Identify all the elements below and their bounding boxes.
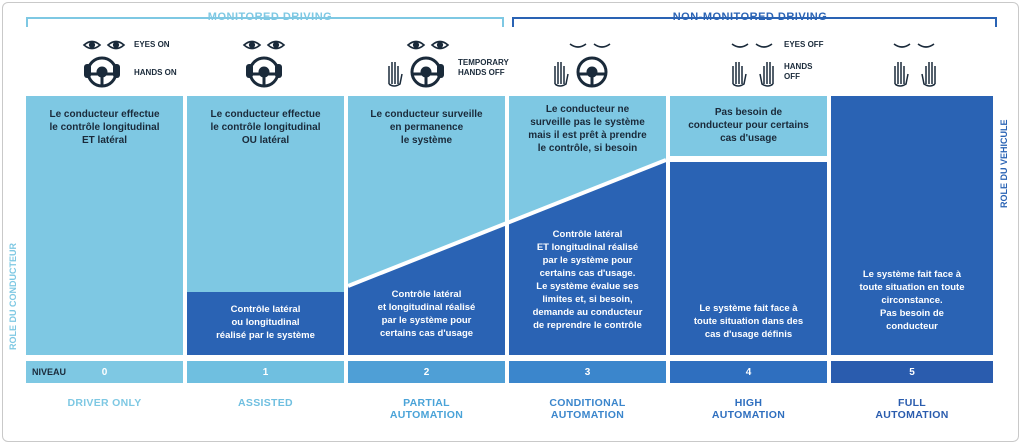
level-1-number-cell: 1: [187, 361, 344, 383]
level-5-vehicle-cell: [831, 96, 993, 355]
steering-wheel-hands-raised-icon: [388, 56, 444, 88]
eyes-off-label: EYES OFF: [784, 40, 824, 49]
level-5-number: 5: [909, 366, 915, 378]
monitored-driving-bracket: [26, 17, 504, 27]
level-3-name: CONDITIONAL AUTOMATION: [549, 397, 626, 421]
level-4-driver-cell: [670, 96, 827, 156]
level-2-vehicle-role: Contrôle latéral et longitudinal réalisé…: [377, 289, 476, 339]
level-0-number: 0: [101, 366, 108, 378]
eyes-closed-icon: [731, 43, 773, 48]
level-5-vehicle-role: Le système fait face à toute situation e…: [859, 269, 965, 332]
eyes-closed-icon: [893, 43, 935, 48]
level-1-name: ASSISTED: [238, 397, 293, 409]
level-4-number-cell: 4: [670, 361, 827, 383]
level-4-vehicle-cell: [670, 162, 827, 355]
eyes-open-icon: [82, 40, 126, 50]
hands-on-label: HANDS ON: [134, 68, 177, 77]
vehicle-role-side-label: ROLE DU VEHICULE: [999, 119, 1009, 208]
non-monitored-driving-bracket: [512, 17, 997, 27]
driver-role-side-label: ROLE DU CONDUCTEUR: [8, 243, 18, 350]
level-3-driver-role: Le conducteur ne surveille pas le systèm…: [528, 104, 647, 154]
level-4-name: HIGH AUTOMATION: [711, 397, 786, 421]
eyes-on-label: EYES ON: [134, 40, 170, 49]
level-5-name: FULL AUTOMATION: [875, 397, 949, 421]
level-5-number-cell: 5: [831, 361, 993, 383]
niveau-label: NIVEAU: [32, 367, 67, 377]
hands-off-label: HANDS OFF: [784, 62, 813, 81]
level-2-name: PARTIAL AUTOMATION: [389, 397, 464, 421]
level-2-driver-role: Le conducteur surveille en permanence le…: [370, 109, 483, 146]
level-1-number: 1: [262, 366, 269, 378]
level-4-vehicle-role: Le système fait face à toute situation d…: [693, 303, 804, 340]
hands-raised-icon: [732, 62, 774, 87]
level-1-vehicle-role: Contrôle latéral ou longitudinal réalisé…: [216, 304, 315, 341]
hands-raised-icon: [894, 62, 936, 87]
level-0-number-cell: NIVEAU 0: [26, 361, 183, 383]
diagonal-transition-area: [348, 96, 666, 355]
level-4-number: 4: [745, 366, 752, 378]
level-2-number-cell: 2: [348, 361, 505, 383]
level-1-vehicle-cell: [187, 292, 344, 355]
steering-wheel-hands-on-icon: [84, 56, 120, 88]
level-0-name: DRIVER ONLY: [67, 397, 142, 409]
level-4-driver-role: Pas besoin de conducteur pour certains c…: [688, 107, 809, 144]
level-3-number: 3: [584, 366, 591, 378]
eyes-open-icon: [242, 40, 286, 50]
eyes-open-icon: [406, 40, 450, 50]
eyes-closed-icon: [569, 43, 611, 48]
steering-wheel-hands-off-icon: [554, 56, 608, 88]
steering-wheel-hands-on-icon: [246, 56, 282, 88]
temporary-hands-off-label: TEMPORARY HANDS OFF: [458, 58, 509, 77]
level-0-driver-cell: [26, 96, 183, 355]
level-3-number-cell: 3: [509, 361, 666, 383]
level-3-vehicle-role: Contrôle latéral ET longitudinal réalisé…: [532, 229, 643, 331]
level-0-driver-role: Le conducteur effectue le contrôle longi…: [49, 109, 160, 146]
level-1-driver-role: Le conducteur effectue le contrôle longi…: [210, 109, 321, 146]
level-2-number: 2: [423, 366, 430, 378]
